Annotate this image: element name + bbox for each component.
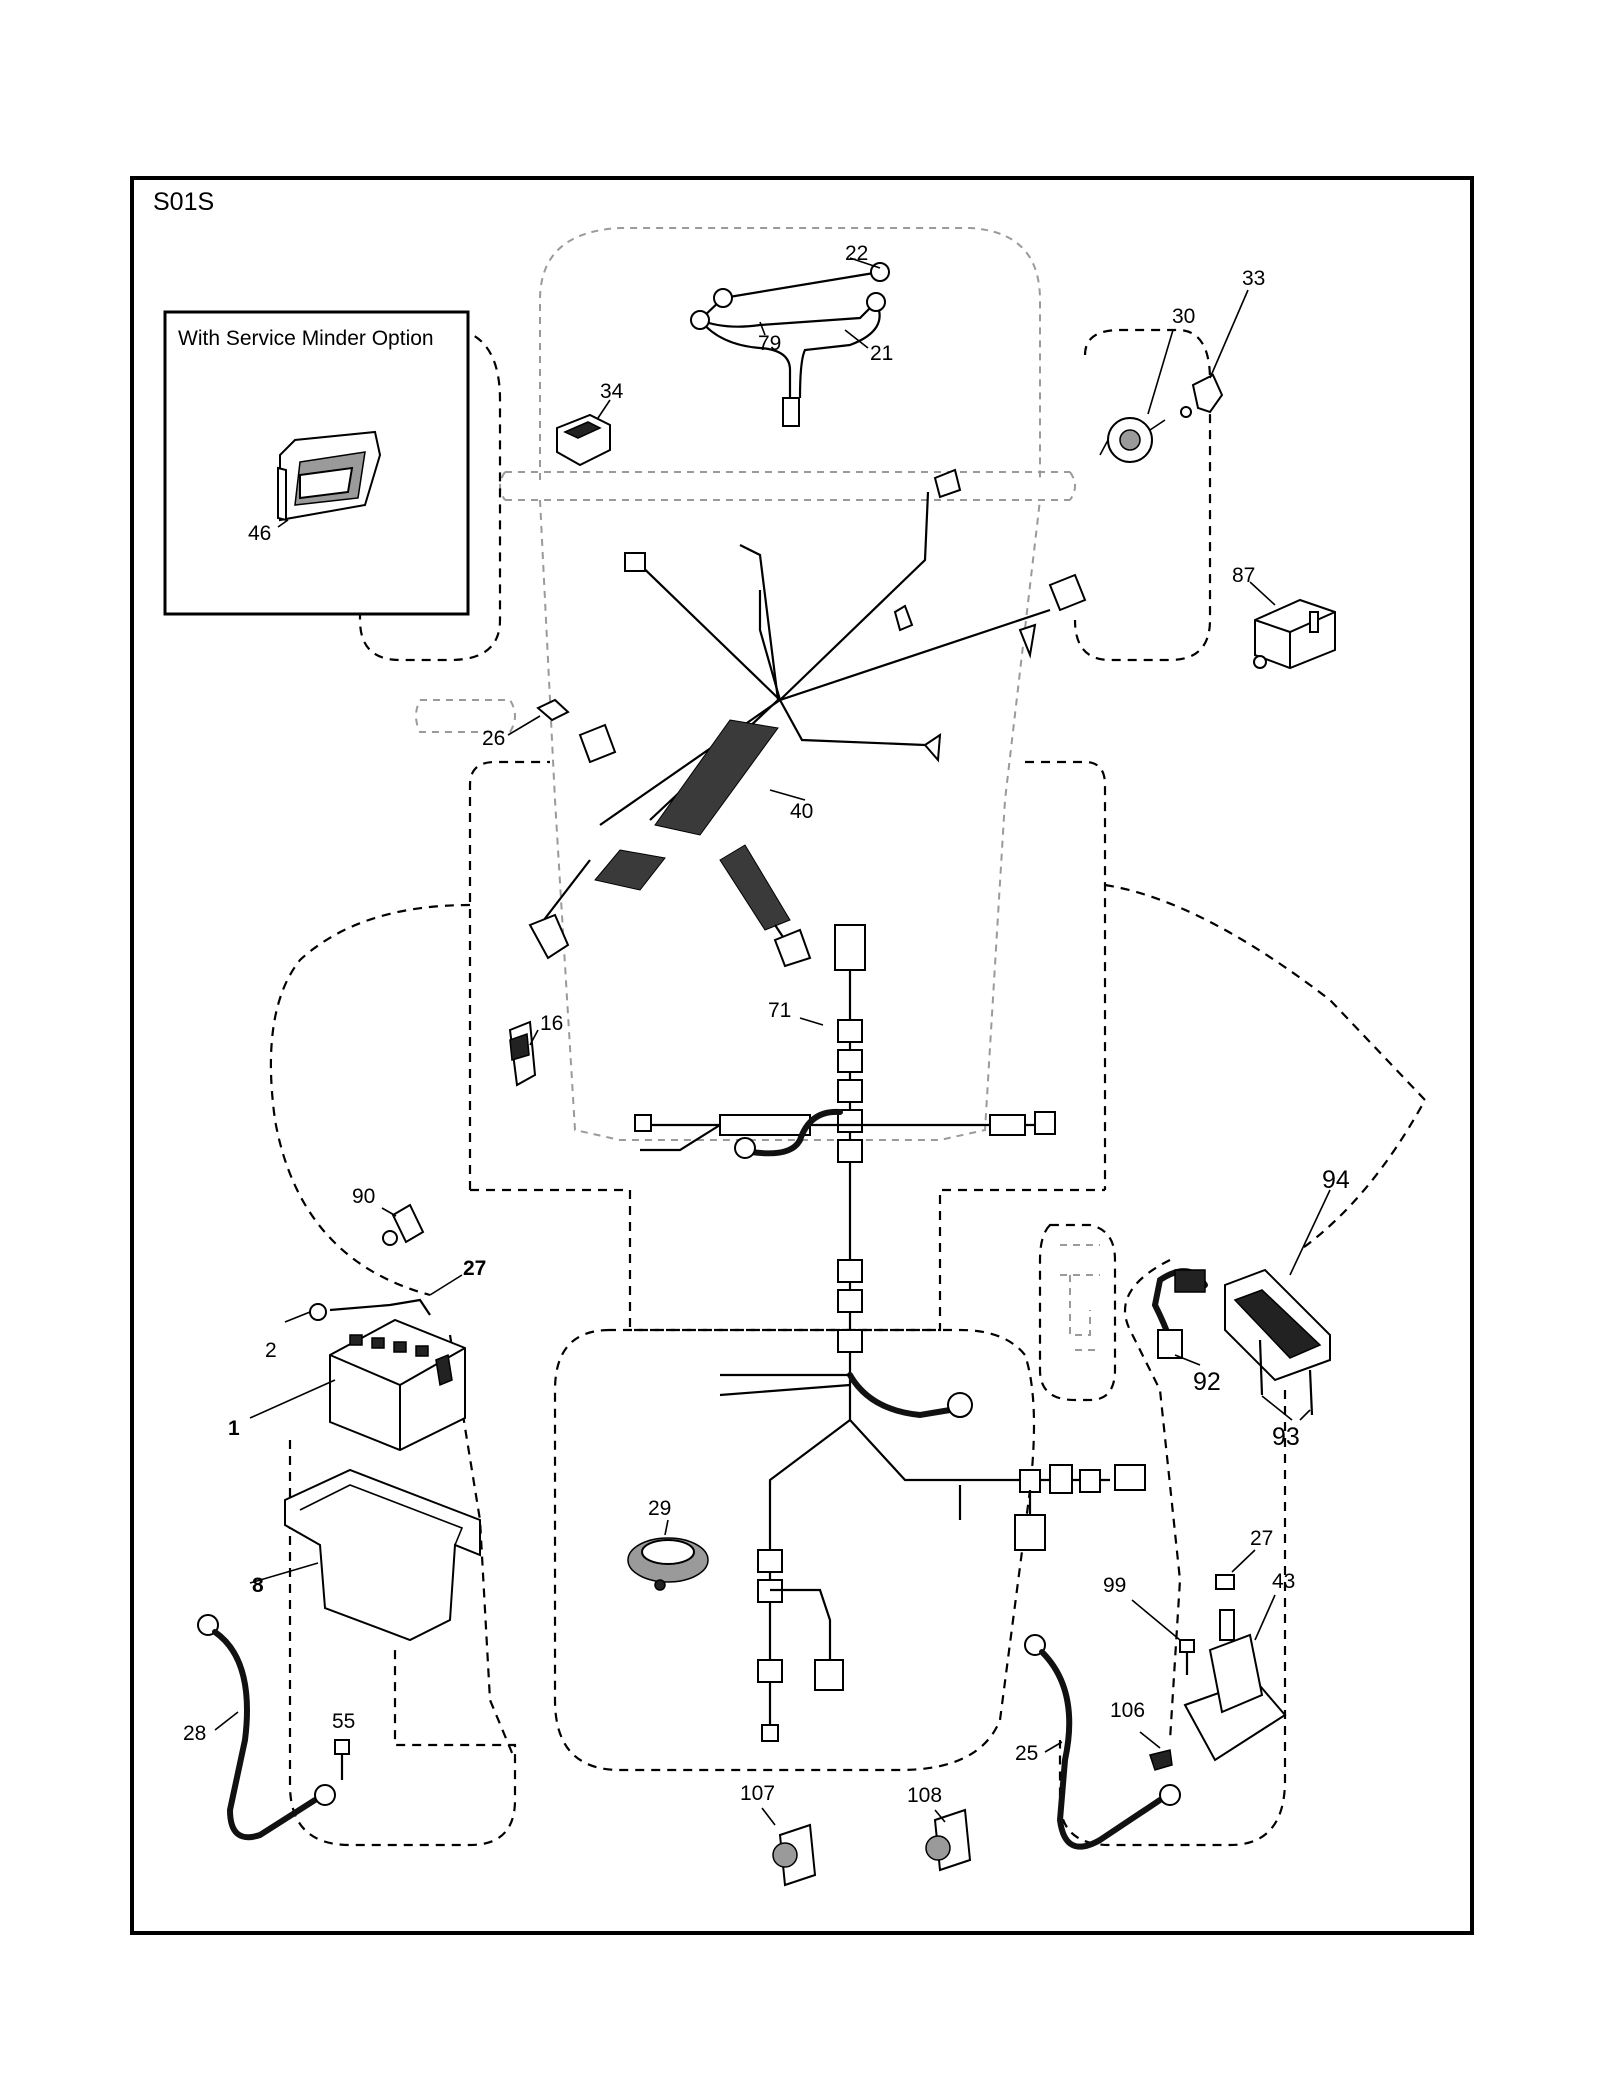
switch-108 [925,1808,972,1872]
service-minder-inset: With Service Minder Option [163,310,470,616]
callout-107: 107 [740,1782,775,1805]
relay-87 [1253,598,1336,670]
switch-16 [508,1020,537,1087]
battery-1 [309,1298,466,1452]
callout-87: 87 [1232,564,1255,587]
callout-71: 71 [768,999,791,1022]
callout-94: 94 [1322,1166,1350,1194]
callout-40: 40 [790,800,813,823]
callout-16: 16 [540,1012,563,1035]
callout-90: 90 [352,1185,375,1208]
headlight-harness [690,262,890,427]
callout-labels: 22 79 21 34 30 33 46 87 26 40 71 16 90 9… [183,242,1350,1807]
diagram-frame [130,176,1474,1935]
callout-30: 30 [1172,305,1195,328]
light-switch-34 [556,413,611,467]
diagram-code: S01S [153,188,214,216]
callout-26: 26 [482,727,505,750]
callout-93: 93 [1272,1423,1300,1451]
callout-99: 99 [1103,1574,1126,1597]
callout-46: 46 [248,522,271,545]
harness-71 [634,924,1146,1742]
callout-21: 21 [870,342,893,365]
part-29 [627,1537,709,1591]
bolt-55 [334,1739,350,1780]
callout-34: 34 [600,380,624,403]
callout-79: 79 [758,332,781,355]
callout-108: 108 [907,1784,942,1807]
battery-tray-8 [284,1468,481,1642]
callout-29: 29 [648,1497,671,1520]
part-90 [382,1203,425,1246]
key-33 [1180,373,1224,418]
fuse-26 [536,698,570,722]
callout-1: 1 [228,1417,240,1440]
cable-25 [1024,1634,1181,1850]
clip-106 [1149,1749,1173,1771]
switch-107 [772,1823,817,1887]
tractor-outline [269,227,1427,1847]
callout-55: 55 [332,1710,355,1733]
callout-25: 25 [1015,1742,1038,1765]
callout-27-top: 27 [463,1257,486,1280]
cable-28 [197,1614,336,1841]
main-harness-40 [528,468,1087,968]
part-94 [1224,1268,1331,1382]
callout-27-bottom: 27 [1250,1527,1273,1550]
inset-title: With Service Minder Option [178,327,434,350]
service-minder-module [277,430,382,522]
bolt-99 [1179,1639,1195,1675]
callout-106: 106 [1110,1699,1145,1722]
callout-43: 43 [1272,1570,1295,1593]
callout-28: 28 [183,1722,206,1745]
screws-93 [1258,1339,1314,1416]
callout-22: 22 [845,242,868,265]
nut-27 [1215,1574,1235,1590]
callout-92: 92 [1193,1368,1221,1396]
callout-33: 33 [1242,267,1265,290]
ignition-switch-30 [1099,417,1166,463]
solenoid-43 [1183,1609,1287,1762]
callout-2: 2 [265,1339,277,1362]
part-92 [1151,1268,1208,1359]
callout-8: 8 [252,1574,264,1597]
